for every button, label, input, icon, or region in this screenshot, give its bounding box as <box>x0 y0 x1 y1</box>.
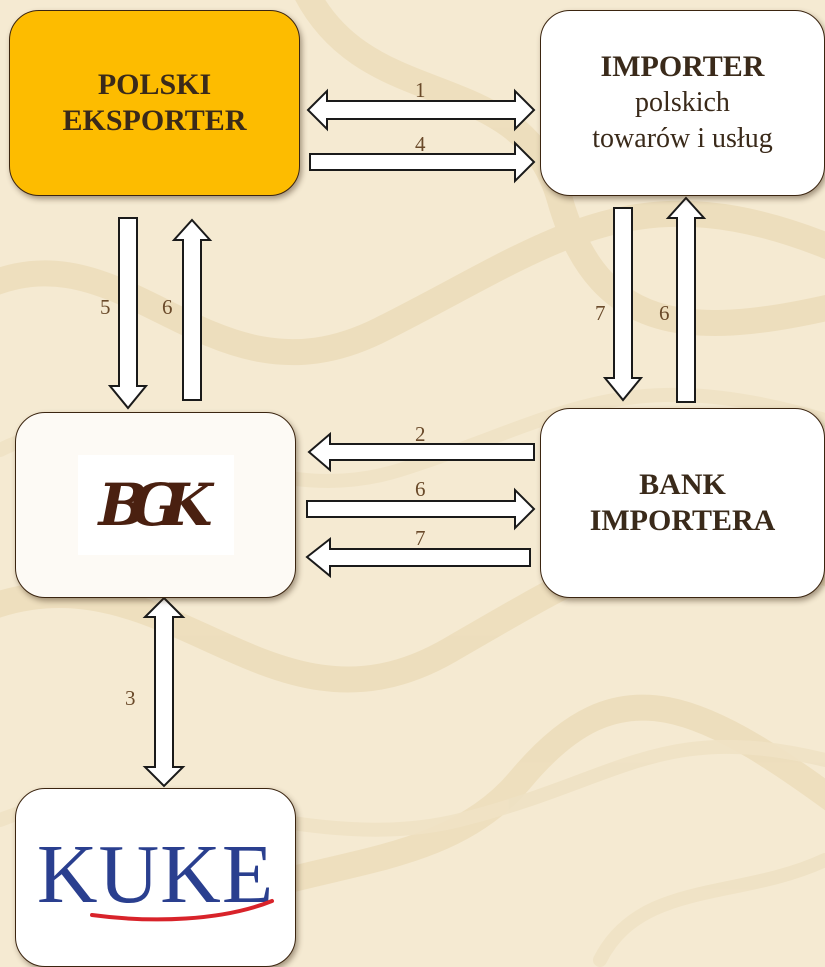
arrow-1-double-horizontal <box>306 88 536 132</box>
bgk-logo: BGK <box>77 455 234 555</box>
arrow-label-7-right: 7 <box>595 301 606 325</box>
bank-line1: BANK <box>639 468 726 501</box>
arrow-label-7-mid: 7 <box>415 526 426 550</box>
importer-line2: polskich <box>635 87 730 118</box>
arrow-7-left <box>305 536 531 579</box>
arrow-3-double-vertical <box>142 596 186 788</box>
arrow-6-right-mid <box>306 487 536 531</box>
exporter-line2: EKSPORTER <box>62 104 247 137</box>
arrow-label-6-mid: 6 <box>415 477 426 501</box>
kuke-box: KUKE <box>15 788 296 967</box>
arrow-6-up-right <box>665 196 707 403</box>
arrow-label-1: 1 <box>415 78 426 102</box>
arrow-label-4: 4 <box>415 132 426 156</box>
kuke-logo: KUKE <box>31 827 280 925</box>
importer-box: IMPORTER polskich towarów i usług <box>540 10 825 196</box>
bgk-logo-text: BGK <box>98 471 212 539</box>
arrow-2-left <box>307 431 535 473</box>
arrow-label-3: 3 <box>125 686 136 710</box>
bgk-box: BGK <box>15 412 296 598</box>
exporter-line1: POLSKI <box>97 68 212 101</box>
arrow-5-down <box>107 217 149 410</box>
arrow-7-down <box>602 207 644 402</box>
arrow-label-5: 5 <box>100 295 111 319</box>
importer-line3: towarów i usług <box>592 123 773 154</box>
arrow-6-up-left <box>171 218 213 401</box>
importer-title: IMPORTER <box>600 50 765 83</box>
arrow-label-6-right: 6 <box>659 301 670 325</box>
arrow-4-right <box>309 140 536 184</box>
bank-line2: IMPORTERA <box>589 504 776 537</box>
arrow-label-2: 2 <box>415 422 426 446</box>
polish-exporter-box: POLSKI EKSPORTER <box>9 10 300 196</box>
importer-bank-box: BANK IMPORTERA <box>540 408 825 598</box>
kuke-logo-text: KUKE <box>36 827 275 921</box>
kuke-swoosh-icon <box>89 898 274 921</box>
arrow-label-6-left: 6 <box>162 295 173 319</box>
